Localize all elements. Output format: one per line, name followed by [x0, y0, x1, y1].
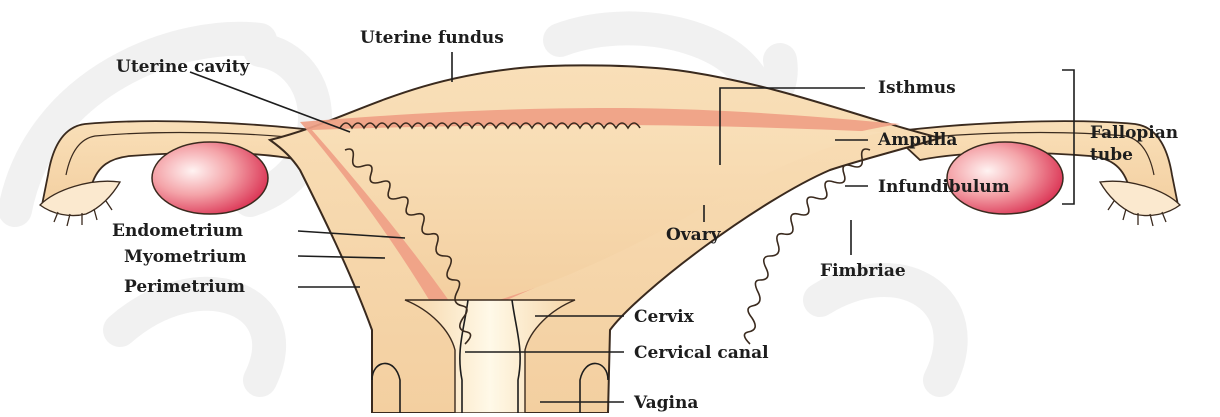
ovary-left — [152, 142, 268, 214]
label-uterine-cavity: Uterine cavity — [116, 57, 251, 77]
label-fimbriae: Fimbriae — [820, 261, 906, 281]
label-fallopian-tube: Fallopian — [1090, 123, 1178, 143]
label-endometrium: Endometrium — [112, 221, 243, 241]
label-perimetrium: Perimetrium — [124, 277, 245, 297]
label-infundibulum: Infundibulum — [878, 177, 1010, 197]
label-vagina: Vagina — [633, 393, 698, 413]
label-myometrium: Myometrium — [124, 247, 246, 267]
label-uterine-fundus: Uterine fundus — [360, 28, 504, 48]
label-ampulla: Ampulla — [877, 130, 957, 150]
label-fallopian-tube-line2: tube — [1090, 145, 1133, 165]
label-ovary: Ovary — [666, 225, 722, 245]
label-cervical-canal: Cervical canal — [634, 343, 769, 363]
label-isthmus: Isthmus — [878, 78, 956, 98]
label-cervix: Cervix — [634, 307, 695, 327]
